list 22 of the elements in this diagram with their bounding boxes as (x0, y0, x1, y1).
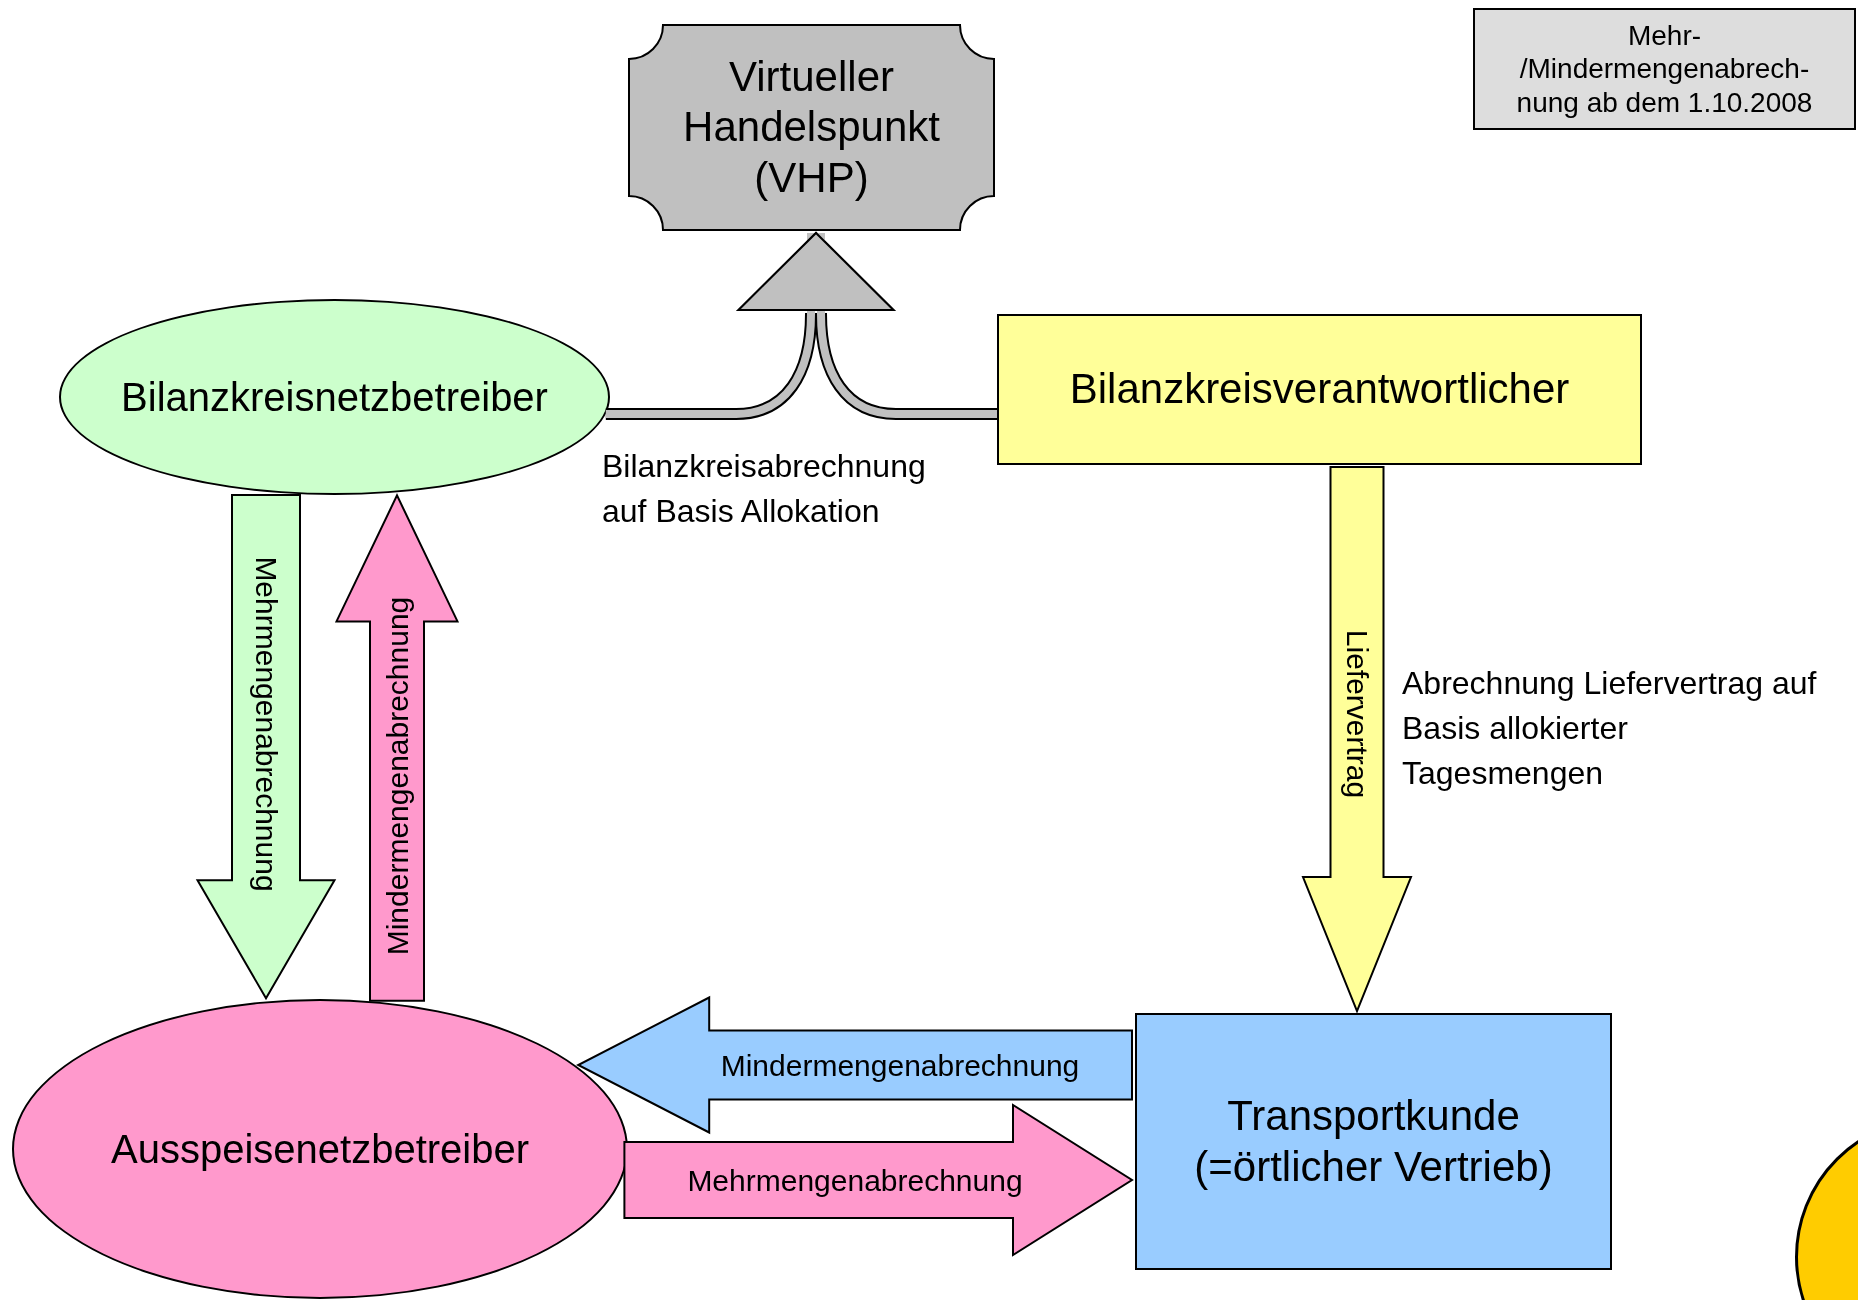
edge-label: Mindermengenabrechnung (720, 1048, 1080, 1082)
edge-label: Mehrmengenabrechnung (687, 1163, 1023, 1197)
process-box (1135, 1013, 1612, 1270)
node-label: Ausspeisenetzbetreiber (111, 1126, 529, 1173)
node-label: Transportkunde (=örtlicher Vertrieb) (1193, 1091, 1554, 1192)
annotation-text: Abrechnung Liefervertrag auf Basis allokierter Tagesmengen (1402, 664, 1818, 793)
process-box (997, 314, 1642, 465)
annotation-text: Bilanzkreisabrechnung auf Basis Allokation (602, 447, 927, 531)
node-label: Virtueller Handelspunkt (VHP) (682, 51, 941, 203)
block-arrow (334, 493, 460, 1002)
note-box (1473, 8, 1856, 130)
block-arrow (623, 1103, 1134, 1257)
node-label: Bilanzkreisnetzbetreiber (121, 374, 548, 421)
node-label: Bilanzkreisverantwortlicher (1069, 364, 1570, 415)
edge-label: Mindermengenabrechnung (380, 596, 414, 956)
block-arrow (195, 493, 337, 1001)
edge-label: Mehrmengenabrechnung (249, 556, 283, 892)
plaque-shape (628, 24, 995, 231)
block-arrow (1301, 466, 1413, 1014)
edge-label: Liefervertrag (1340, 629, 1374, 799)
node-label: Mehr- /Mindermengenabrech- nung ab dem 1.10.2008 (1515, 18, 1814, 120)
block-arrow (576, 995, 1133, 1135)
